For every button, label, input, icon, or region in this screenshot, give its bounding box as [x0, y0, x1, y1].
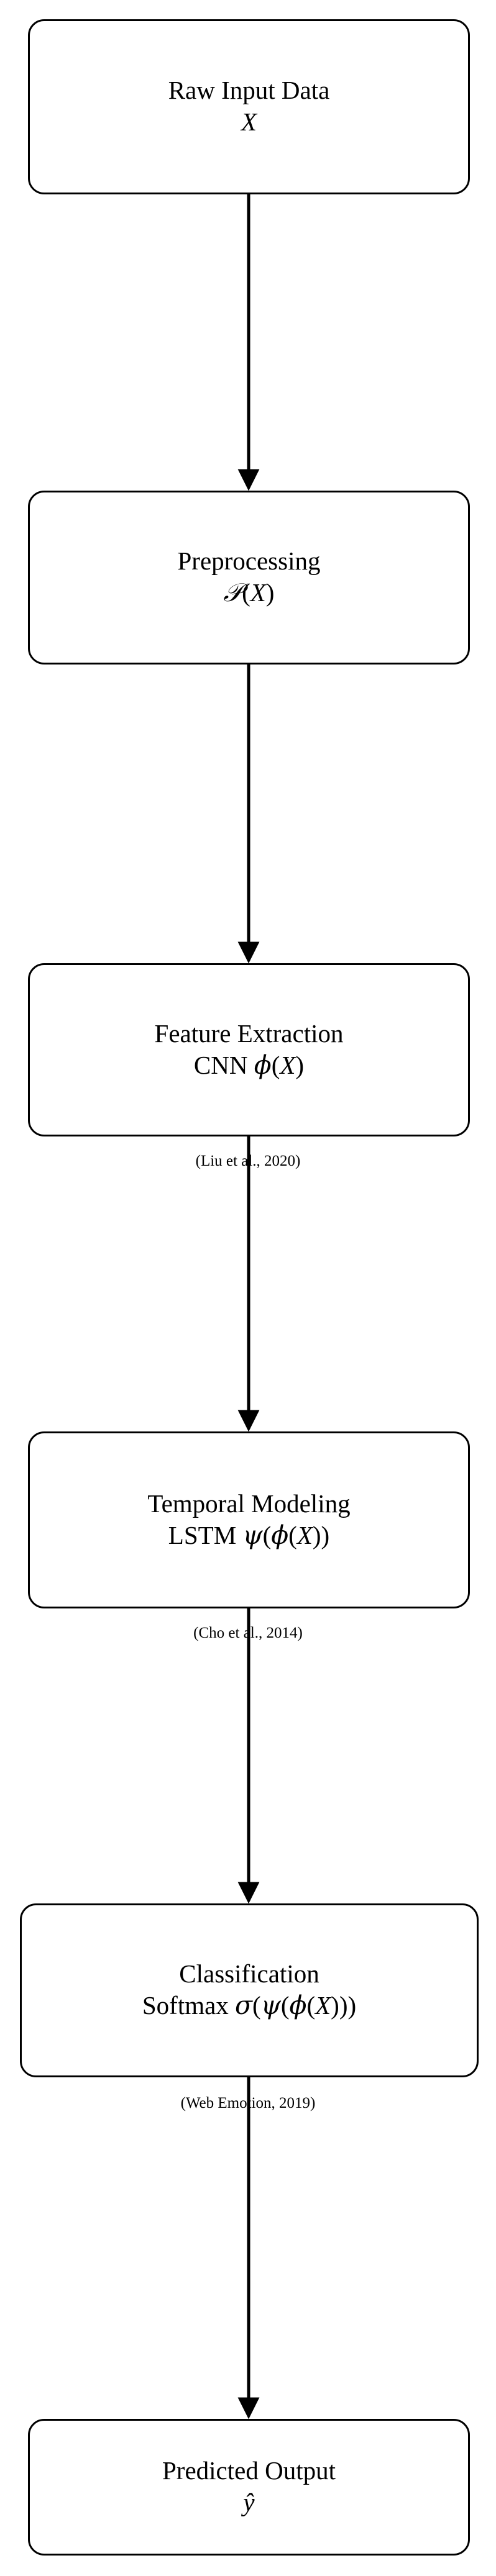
- node-temporal-modeling[interactable]: Temporal Modeling LSTM ψ(ϕ(X)): [28, 1431, 470, 1608]
- node-classification-formula: Softmax σ(ψ(ϕ(X))): [142, 1990, 357, 2021]
- node-raw-input-data-formula: X: [241, 107, 257, 137]
- node-feature-extraction-title: Feature Extraction: [154, 1018, 344, 1048]
- node-predicted-output-title: Predicted Output: [162, 2456, 336, 2485]
- edge-label-citation-web-emotion: (Web Emotion, 2019): [180, 2095, 316, 2111]
- node-classification[interactable]: Classification Softmax σ(ψ(ϕ(X))): [20, 1903, 479, 2077]
- node-raw-input-data[interactable]: Raw Input Data X: [28, 19, 470, 194]
- node-predicted-output[interactable]: Predicted Output ŷ: [28, 2419, 470, 2556]
- node-feature-extraction[interactable]: Feature Extraction CNN ϕ(X): [28, 963, 470, 1136]
- node-temporal-modeling-title: Temporal Modeling: [147, 1489, 351, 1518]
- node-preprocessing[interactable]: Preprocessing 𝒫(X): [28, 491, 470, 664]
- edge-label-citation-liu: (Liu et al., 2020): [195, 1153, 301, 1169]
- node-preprocessing-formula: 𝒫(X): [223, 578, 275, 608]
- edge-label-citation-cho: (Cho et al., 2014): [193, 1625, 303, 1641]
- node-feature-extraction-formula: CNN ϕ(X): [193, 1050, 305, 1080]
- node-preprocessing-title: Preprocessing: [177, 546, 321, 576]
- node-raw-input-data-title: Raw Input Data: [168, 76, 330, 105]
- node-predicted-output-formula: ŷ: [243, 2488, 255, 2517]
- node-classification-title: Classification: [179, 1959, 319, 1989]
- node-temporal-modeling-formula: LSTM ψ(ϕ(X)): [168, 1520, 330, 1550]
